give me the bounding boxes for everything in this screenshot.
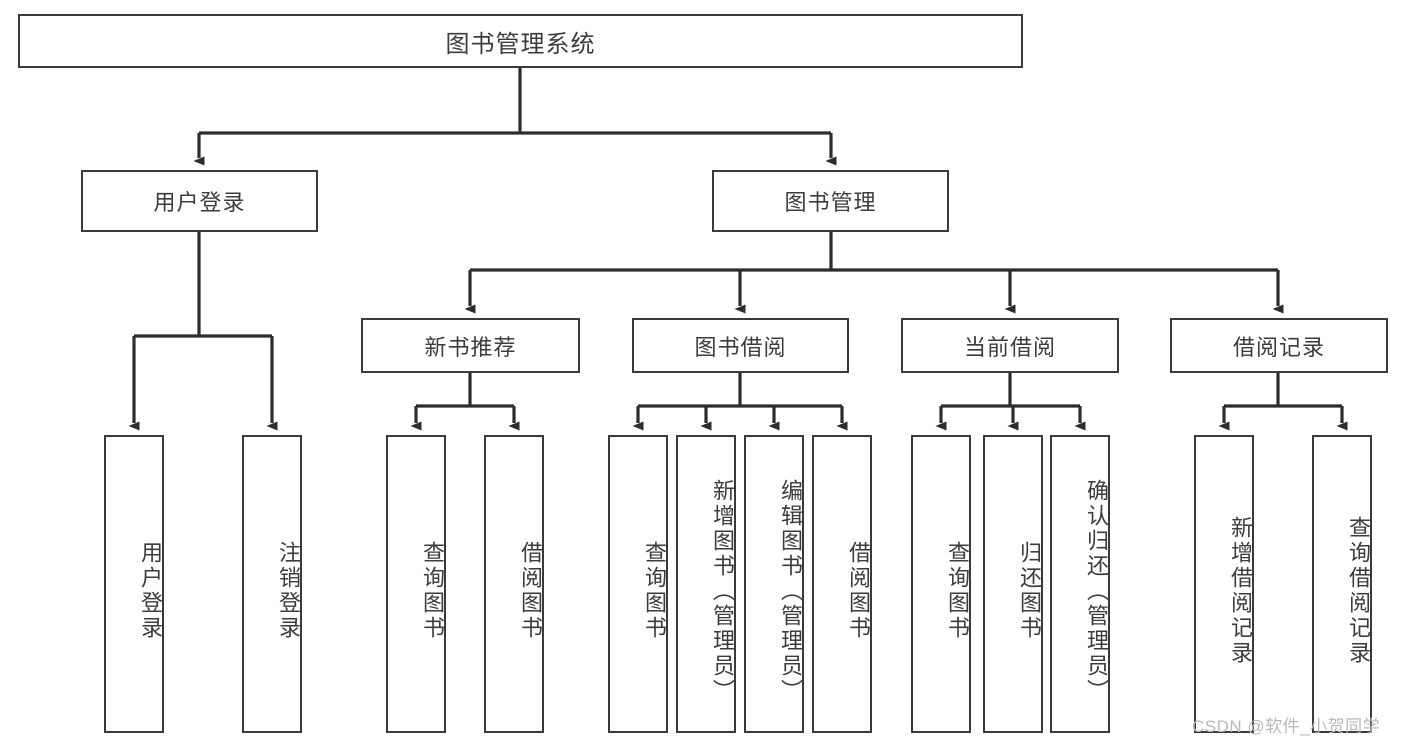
node-leaf-query-book-recommend-label: 查询图书: [420, 541, 445, 641]
node-leaf-add-book-admin-label: 新增图书（管理员）: [710, 478, 735, 704]
node-leaf-confirm-return-admin[interactable]: 确认归还（管理员）: [1050, 435, 1110, 733]
node-level2-user-login[interactable]: 用户登录: [81, 170, 318, 232]
node-leaf-query-book-borrow-label: 查询图书: [642, 541, 667, 641]
node-leaf-borrow-book[interactable]: 借阅图书: [812, 435, 872, 733]
node-level3-current-borrow[interactable]: 当前借阅: [901, 318, 1119, 373]
node-leaf-query-book-current[interactable]: 查询图书: [911, 435, 971, 733]
node-leaf-borrow-book-recommend-label: 借阅图书: [518, 541, 543, 641]
node-leaf-query-book-recommend[interactable]: 查询图书: [386, 435, 446, 733]
node-leaf-return-book[interactable]: 归还图书: [983, 435, 1043, 733]
node-leaf-edit-book-admin-label: 编辑图书（管理员）: [778, 478, 803, 704]
node-level2-book-management[interactable]: 图书管理: [712, 170, 949, 232]
node-leaf-query-borrow-record[interactable]: 查询借阅记录: [1312, 435, 1372, 733]
node-leaf-borrow-book-recommend[interactable]: 借阅图书: [484, 435, 544, 733]
node-leaf-return-book-label: 归还图书: [1017, 541, 1042, 641]
node-level3-new-book-recommend[interactable]: 新书推荐: [361, 318, 580, 373]
node-leaf-query-book-current-label: 查询图书: [945, 541, 970, 641]
node-leaf-query-book-borrow[interactable]: 查询图书: [608, 435, 668, 733]
node-root[interactable]: 图书管理系统: [18, 14, 1023, 68]
node-level3-new-book-recommend-label: 新书推荐: [424, 334, 517, 360]
node-leaf-add-borrow-record[interactable]: 新增借阅记录: [1194, 435, 1254, 733]
node-leaf-user-login-label: 用户登录: [138, 541, 163, 641]
node-level3-current-borrow-label: 当前借阅: [963, 334, 1056, 360]
node-leaf-edit-book-admin[interactable]: 编辑图书（管理员）: [744, 435, 804, 733]
node-leaf-confirm-return-admin-label: 确认归还（管理员）: [1084, 478, 1109, 704]
node-leaf-user-login[interactable]: 用户登录: [104, 435, 164, 733]
node-leaf-logout[interactable]: 注销登录: [242, 435, 302, 733]
node-leaf-query-borrow-record-label: 查询借阅记录: [1346, 516, 1371, 666]
node-leaf-borrow-book-label: 借阅图书: [846, 541, 871, 641]
node-level3-book-borrow-label: 图书借阅: [694, 334, 787, 360]
node-level3-borrow-record-label: 借阅记录: [1232, 334, 1325, 360]
node-leaf-add-borrow-record-label: 新增借阅记录: [1228, 516, 1253, 666]
node-leaf-add-book-admin[interactable]: 新增图书（管理员）: [676, 435, 736, 733]
node-root-label: 图书管理系统: [445, 30, 596, 58]
node-level2-user-login-label: 用户登录: [153, 190, 246, 215]
node-level3-book-borrow[interactable]: 图书借阅: [632, 318, 849, 373]
watermark: CSDN @软件_小贺同学: [1192, 717, 1381, 736]
node-level2-book-management-label: 图书管理: [784, 190, 877, 215]
node-level3-borrow-record[interactable]: 借阅记录: [1170, 318, 1388, 373]
node-leaf-logout-label: 注销登录: [276, 541, 301, 641]
